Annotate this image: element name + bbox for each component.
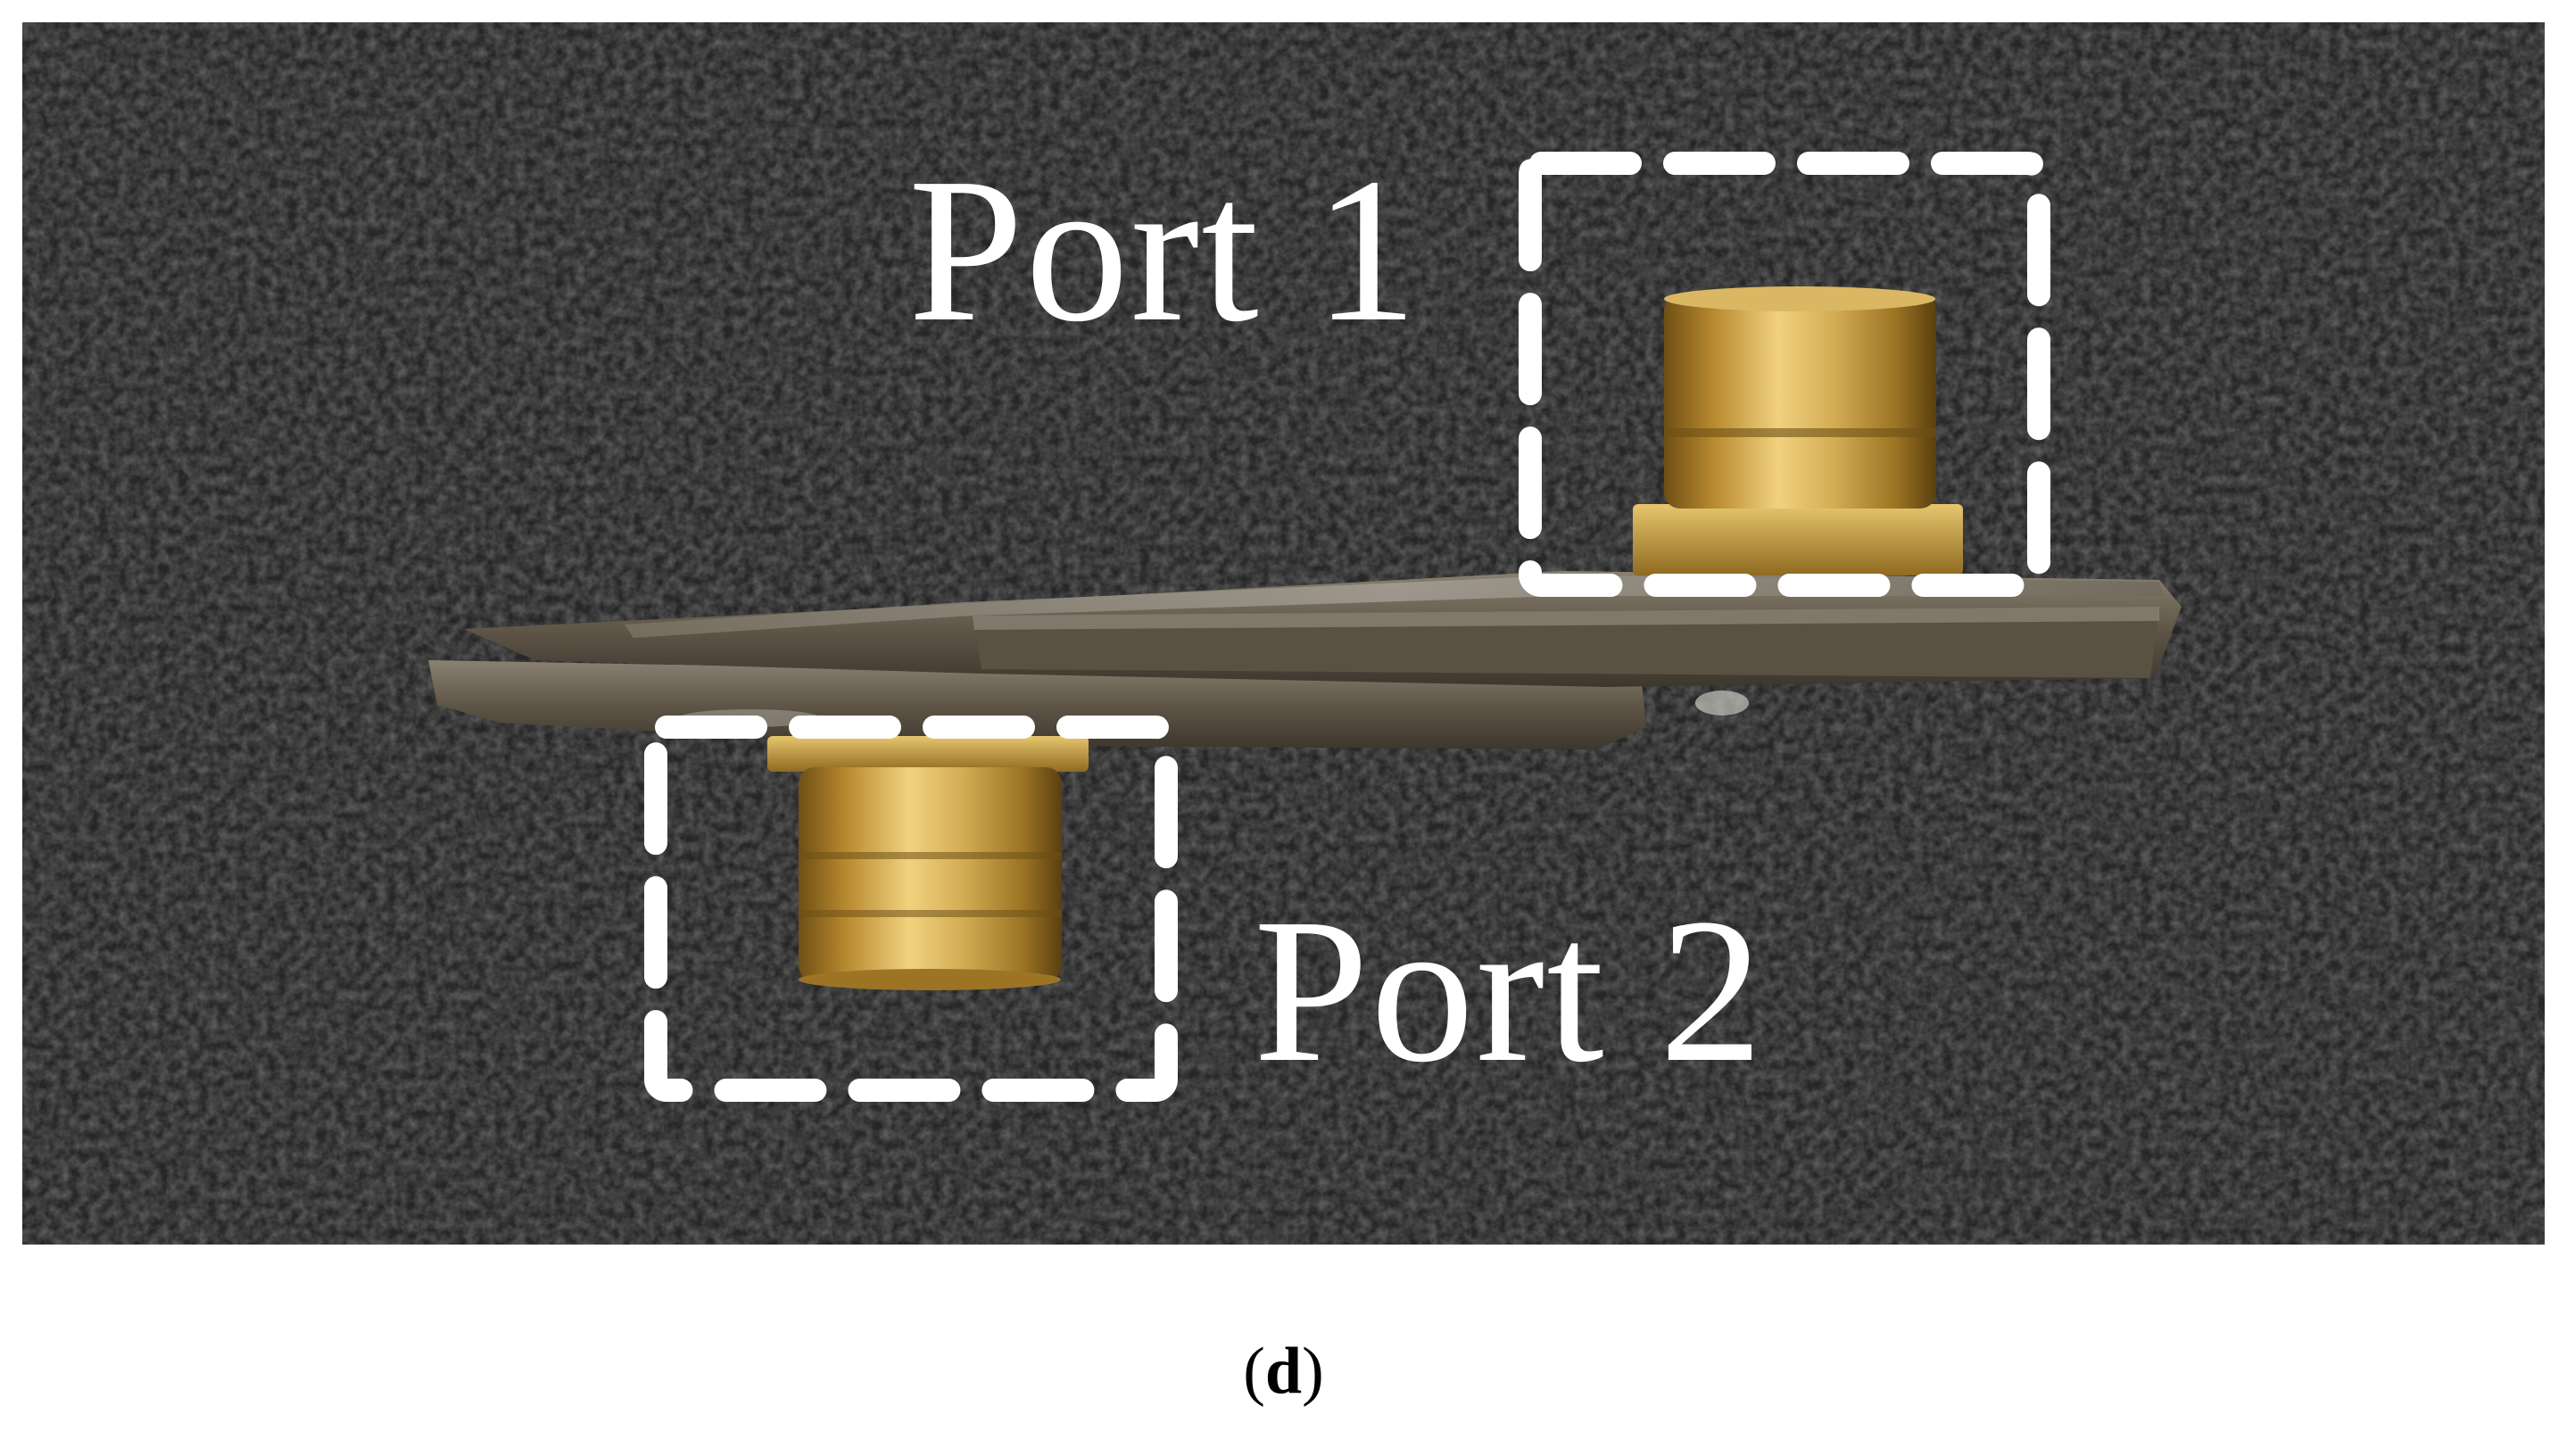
figure-caption: (d) (0, 1338, 2567, 1404)
port-1-base (1633, 504, 1963, 575)
port-2-marker-box (644, 716, 1178, 1102)
board-slab-highlight (973, 607, 2159, 630)
solder-spot (1695, 691, 1749, 716)
caption-letter: d (1264, 1335, 1303, 1408)
caption-open-paren: ( (1243, 1335, 1265, 1408)
port-2-bottom (799, 969, 1061, 990)
port-1-connector (1633, 286, 1963, 575)
port-1-cylinder (1664, 294, 1936, 509)
board-top-edge (625, 575, 2164, 638)
circuit-board (428, 571, 2182, 749)
port-1-marker-box (1519, 152, 2050, 597)
port-2-groove (799, 852, 1062, 859)
port-1-top (1664, 286, 1935, 311)
caption-close-paren: ) (1302, 1335, 1324, 1408)
port-1-groove (1664, 428, 1936, 437)
port-2-cylinder (799, 767, 1062, 981)
port-2-connector (767, 736, 1089, 990)
port-2-base (767, 736, 1089, 772)
port-1-label: Port 1 (908, 136, 1420, 365)
port-2-label: Port 2 (1254, 876, 1765, 1105)
port-2-groove (799, 910, 1062, 917)
